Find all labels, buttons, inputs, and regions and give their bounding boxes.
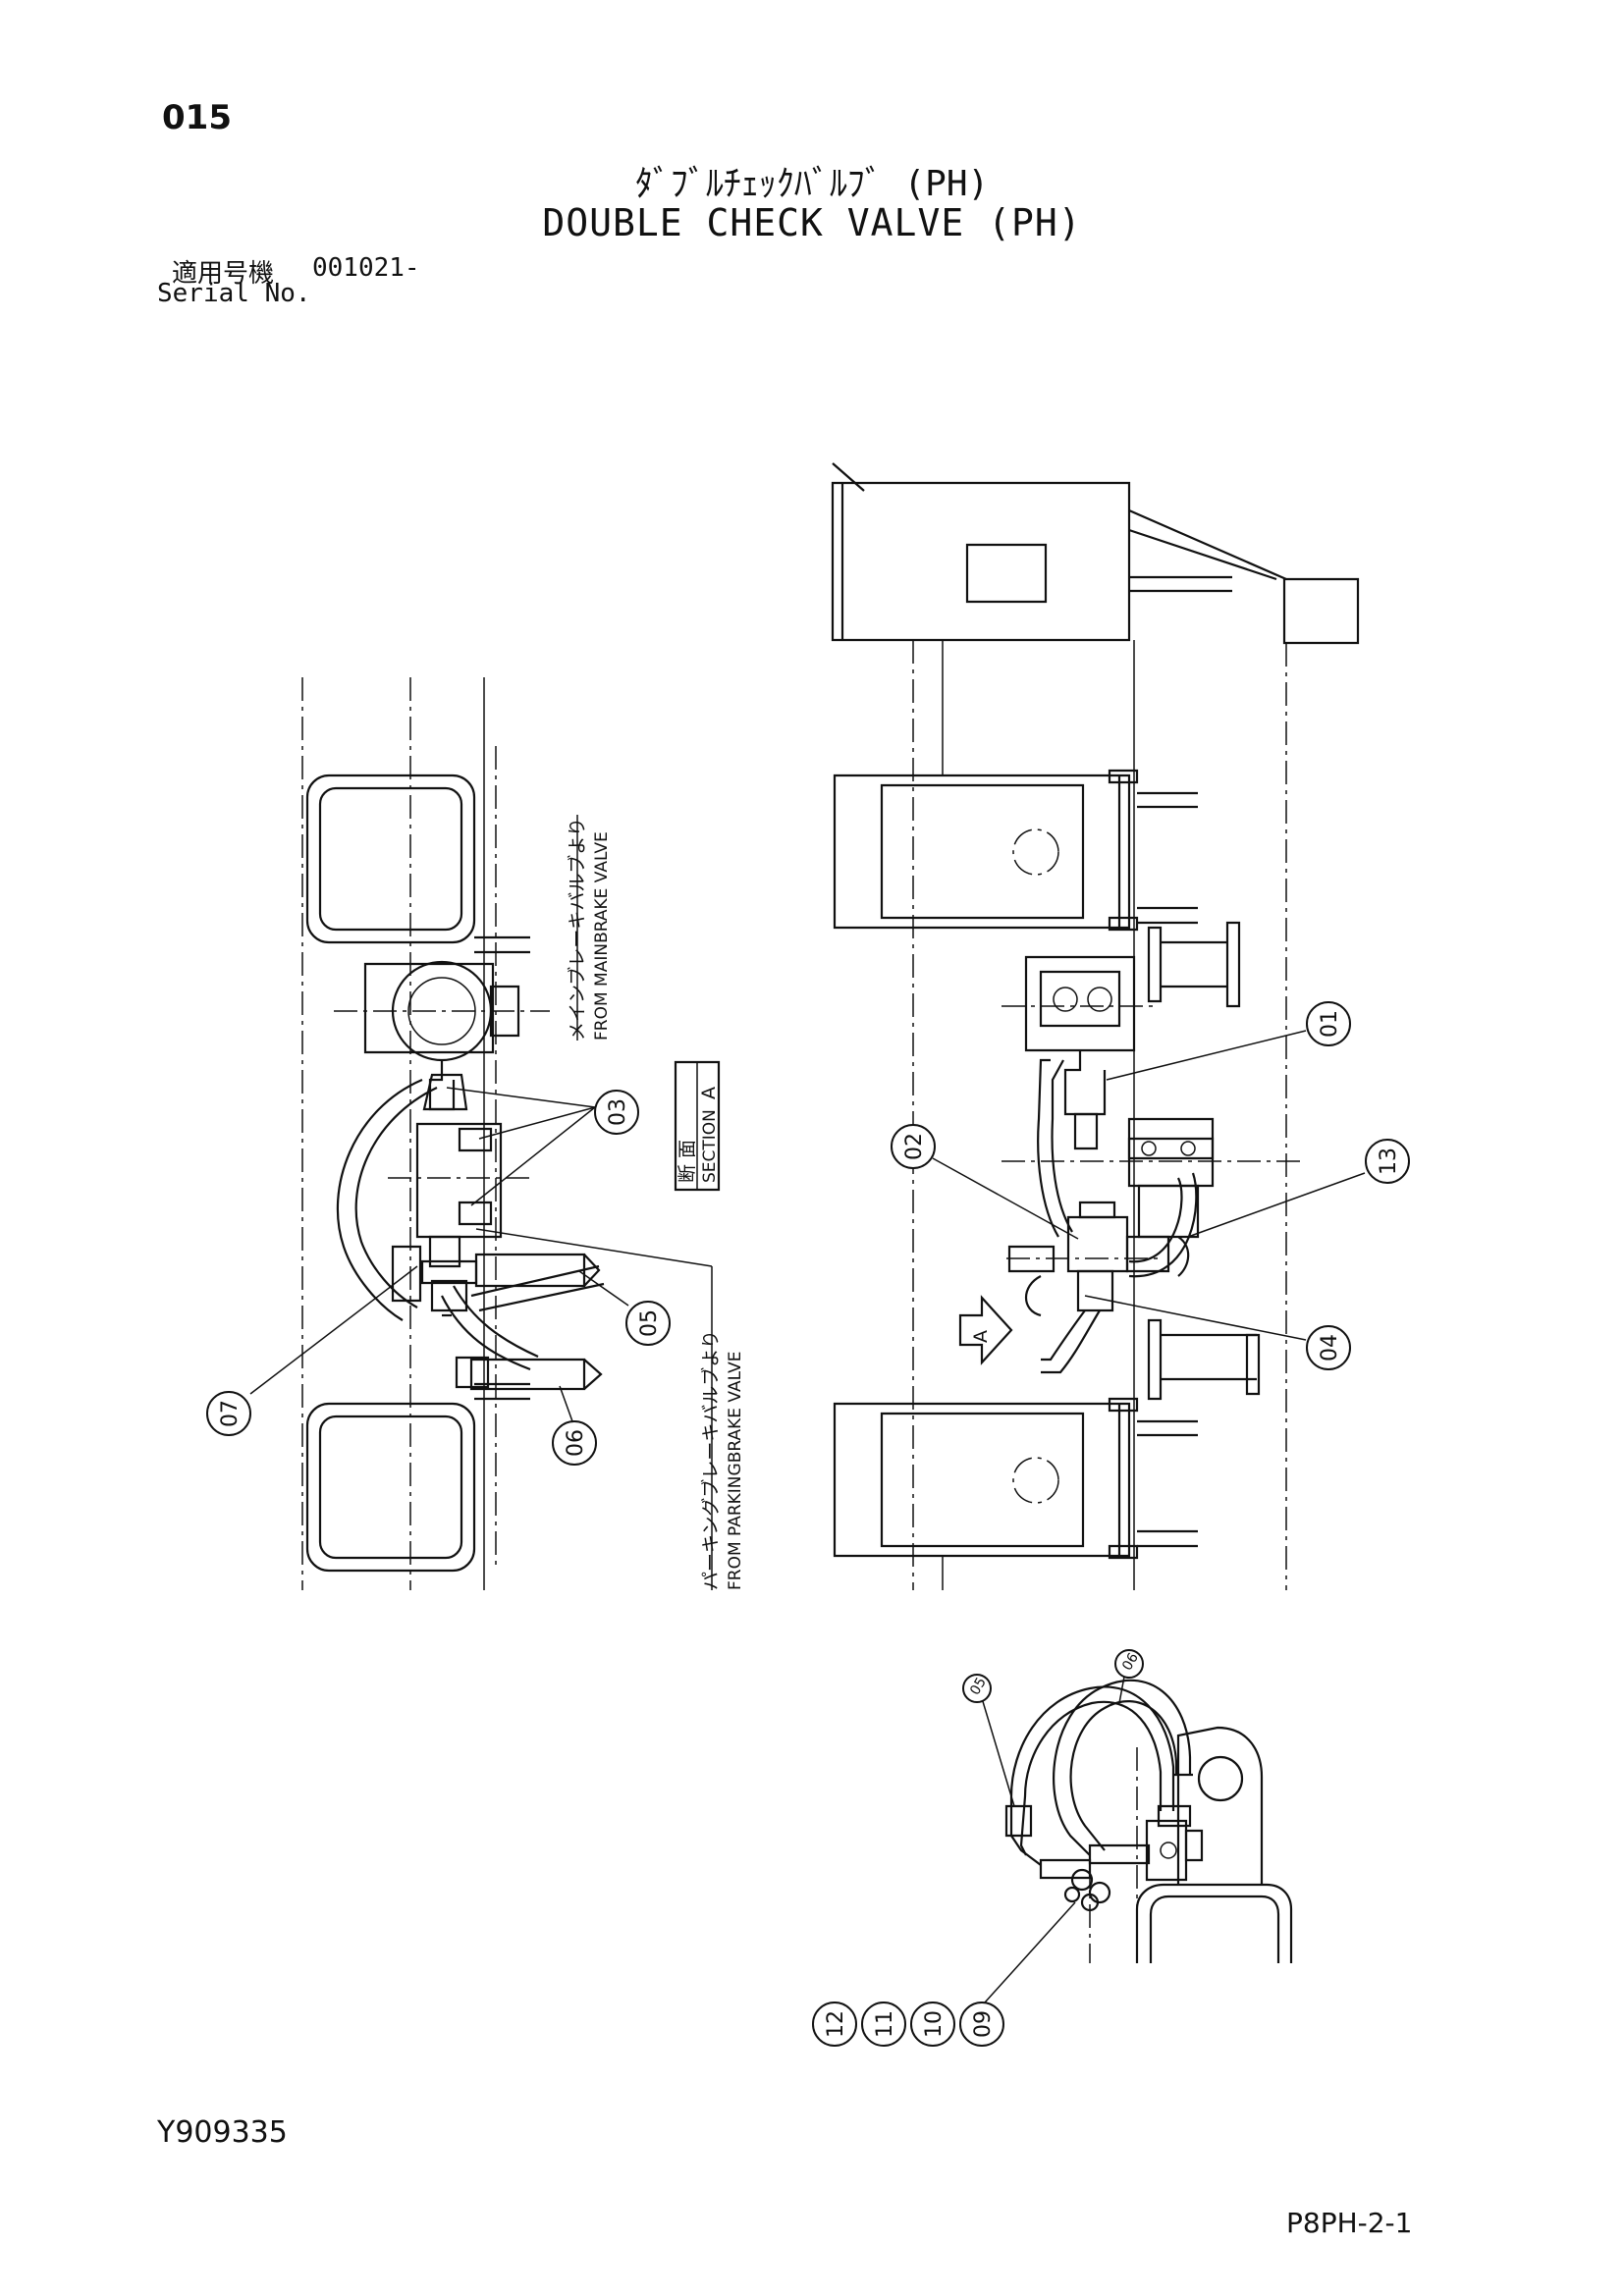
svg-text:09: 09 <box>971 2010 996 2038</box>
sheet-reference: P8PH-2-1 <box>1286 2207 1413 2239</box>
leader-lines-right <box>933 1031 1365 1340</box>
frame-tube-lower <box>307 1404 474 1571</box>
svg-text:05: 05 <box>637 1309 662 1337</box>
page-number: 015 <box>162 98 232 137</box>
note-main-brake: メインブレーキバルブより FROM MAINBRAKE VALVE <box>566 818 612 1041</box>
leader-lines-left <box>250 815 712 1590</box>
hose-right-lower <box>1026 1173 1196 1372</box>
callout-03: 03 <box>595 1091 638 1134</box>
section-a-view <box>302 677 604 1590</box>
note-parking-brake: パーキングブレーキバルブより FROM PARKINGBRAKE VALVE <box>699 1330 745 1590</box>
svg-text:06: 06 <box>564 1429 588 1457</box>
view-arrow-a <box>960 1298 1011 1362</box>
brake-valve-top <box>1001 957 1159 1148</box>
hose-end-05 <box>584 1255 599 1286</box>
serial-label-japanese: 適用号機 <box>172 259 275 289</box>
view-arrow-letter: A <box>970 1330 992 1343</box>
document-code: Y909335 <box>157 2115 288 2150</box>
svg-text:10: 10 <box>922 2010 947 2038</box>
svg-text:07: 07 <box>218 1400 243 1427</box>
svg-text:01: 01 <box>1318 1010 1342 1038</box>
double-check-valve-block <box>388 1075 535 1310</box>
svg-text:02: 02 <box>902 1133 927 1160</box>
detail-valve <box>1147 1806 1202 1880</box>
hose-fitting-05 <box>476 1255 584 1286</box>
callout-11: 11 <box>862 2002 905 2046</box>
section-label: 断 面 SECTION A <box>676 1062 720 1190</box>
hose-right-02 <box>1038 1060 1072 1237</box>
note-main-brake-en: FROM MAINBRAKE VALVE <box>592 831 612 1041</box>
detail-fittings <box>1041 1845 1149 1910</box>
svg-text:05: 05 <box>967 1675 990 1697</box>
callout-10: 10 <box>911 2002 954 2046</box>
section-label-en: SECTION <box>700 1109 720 1183</box>
callout-07: 07 <box>207 1392 250 1435</box>
note-parking-brake-jp: パーキングブレーキバルブより <box>699 1330 722 1590</box>
section-label-jp: 断 面 <box>677 1140 698 1183</box>
title-english: DOUBLE CHECK VALVE (PH) <box>542 201 1082 244</box>
detail-label-06: 06 <box>1115 1650 1143 1678</box>
hose-lower <box>442 1266 604 1387</box>
svg-text:12: 12 <box>824 2010 848 2038</box>
svg-text:11: 11 <box>873 2010 897 2038</box>
double-check-valve-top <box>1006 1202 1168 1310</box>
note-main-brake-jp: メインブレーキバルブより <box>566 818 588 1041</box>
cross-member-lower <box>835 1399 1198 1558</box>
svg-text:04: 04 <box>1318 1334 1342 1362</box>
svg-text:13: 13 <box>1377 1148 1401 1175</box>
callout-06: 06 <box>553 1421 596 1465</box>
note-parking-brake-en: FROM PARKINGBRAKE VALVE <box>726 1351 745 1590</box>
fitting-block <box>393 1247 420 1301</box>
callout-12: 12 <box>813 2002 856 2046</box>
title-japanese: ﾀﾞﾌﾞﾙﾁｪｯｸﾊﾞﾙﾌﾞ (PH) <box>634 164 990 204</box>
detail-label-05: 05 <box>963 1675 991 1702</box>
cross-member-upper <box>835 771 1198 930</box>
section-label-letter: A <box>698 1087 720 1099</box>
svg-text:03: 03 <box>606 1098 630 1126</box>
serial-label-english: Serial No. <box>157 279 311 308</box>
callout-05: 05 <box>626 1302 670 1345</box>
callout-13: 13 <box>1366 1140 1409 1183</box>
detail-hose-05 <box>1006 1686 1173 1865</box>
hose-left <box>338 1080 437 1320</box>
hose-fitting-06 <box>471 1360 584 1389</box>
detail-hose-06 <box>1054 1681 1193 1855</box>
callout-09: 09 <box>960 2002 1003 2046</box>
detail-view <box>982 1677 1291 2002</box>
hose-end-06 <box>584 1360 601 1389</box>
top-view: A <box>833 463 1358 1590</box>
callout-01: 01 <box>1307 1002 1350 1045</box>
check-valve-assembly <box>1001 1119 1306 1276</box>
callout-04: 04 <box>1307 1326 1350 1369</box>
brake-valve-body <box>334 962 550 1109</box>
callout-02: 02 <box>892 1125 935 1168</box>
svg-text:06: 06 <box>1119 1650 1142 1674</box>
frame-tube-upper <box>307 775 474 942</box>
serial-number-value: 001021- <box>312 253 420 283</box>
